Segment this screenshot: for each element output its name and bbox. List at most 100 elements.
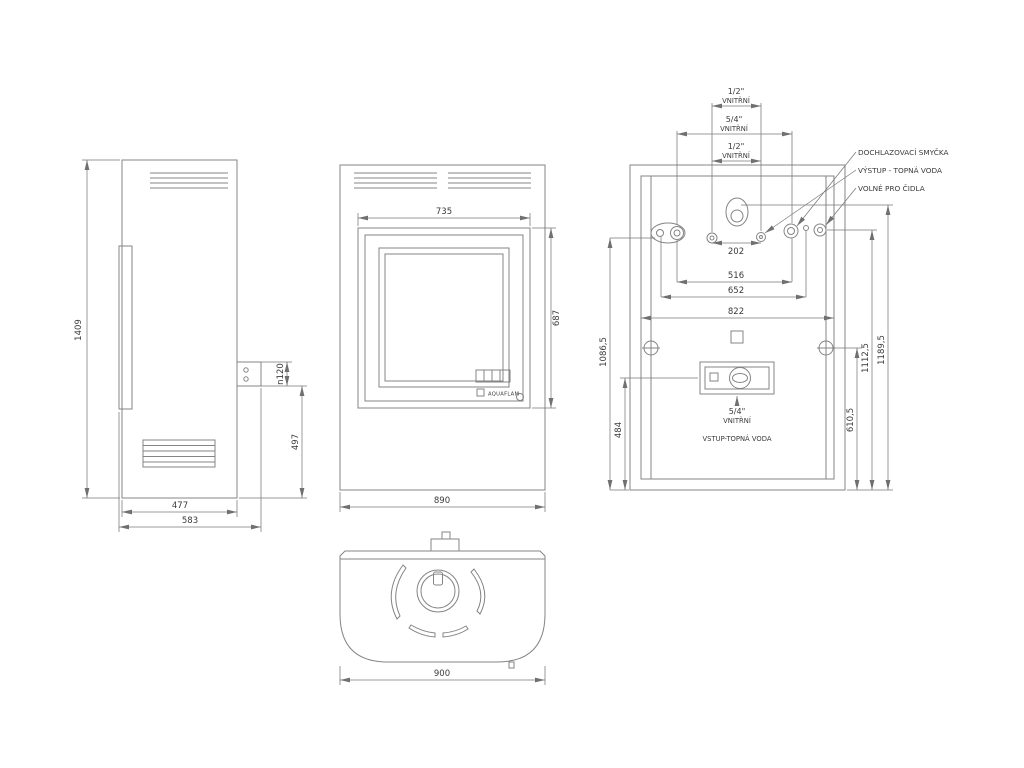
dim-rear-mid-size: 5/4" xyxy=(726,115,743,124)
side-extension-lines xyxy=(82,159,307,532)
rear-top-outlet-inner xyxy=(730,209,744,223)
dim-rear-low-type: VNITŘNÍ xyxy=(722,151,750,160)
dim-side-connector-height: 497 xyxy=(291,434,301,450)
dim-top-total-width: 900 xyxy=(434,669,450,679)
side-connector-fitting xyxy=(243,376,249,382)
flue-collar xyxy=(416,569,460,613)
dim-rear-822: 822 xyxy=(728,307,744,317)
dim-side-body-depth: 477 xyxy=(172,501,188,511)
label-cooling-loop: DOCHLAZOVACÍ SMYČKA xyxy=(858,148,948,157)
dim-rear-mid-type: VNITŘNÍ xyxy=(720,124,748,133)
side-bottom-grille xyxy=(142,439,216,468)
top-rear-connector xyxy=(430,538,460,552)
dim-rear-652: 652 xyxy=(728,286,744,296)
dim-rear-1112: 1112,5 xyxy=(861,343,871,373)
rear-fitting xyxy=(813,223,827,237)
dim-rear-inlet-size: 5/4" xyxy=(729,407,746,416)
dim-side-total-depth: 583 xyxy=(182,516,198,526)
front-air-slider-ticks xyxy=(483,370,501,382)
dim-front-door-height: 687 xyxy=(552,310,562,326)
front-door-frame-outer xyxy=(357,227,531,409)
rear-fitting xyxy=(787,227,795,235)
label-output-water: VÝSTUP - TOPNÁ VODA xyxy=(858,166,942,175)
rear-top-outlet xyxy=(725,197,749,227)
rear-body-outline xyxy=(629,164,846,491)
rear-mounting-rails xyxy=(650,176,827,479)
dim-rear-610: 610,5 xyxy=(846,408,856,432)
side-view-dimensions: 1409 n120 497 477 583 xyxy=(74,159,307,532)
side-view: 1409 n120 497 477 583 xyxy=(74,159,307,532)
front-body-outline xyxy=(339,164,546,491)
rear-fitting xyxy=(756,232,766,242)
dim-front-total-width: 890 xyxy=(434,496,450,506)
vent-slot-bottom-left xyxy=(408,624,436,638)
top-rear-connector-stub xyxy=(441,531,451,540)
side-top-vents xyxy=(150,172,228,189)
label-input-water: VSTUP-TOPNÁ VODA xyxy=(702,434,771,443)
leader-free-sensors xyxy=(825,187,857,226)
vent-slot-right xyxy=(470,568,486,615)
front-view: AQUAFLAM 735 687 890 xyxy=(339,164,562,512)
rear-panel xyxy=(640,175,835,480)
flue-damper-tab xyxy=(433,571,443,586)
dim-rear-1086: 1086,5 xyxy=(599,337,609,367)
vent-slot-bottom-right xyxy=(442,625,469,638)
label-free-sensors: VOLNÉ PRO ČIDLA xyxy=(858,184,925,193)
dim-side-total-height: 1409 xyxy=(74,319,84,341)
rear-center-bracket xyxy=(730,330,744,344)
front-glass-frame xyxy=(378,247,510,388)
leader-output-water xyxy=(764,169,857,234)
side-water-connector-box xyxy=(236,361,262,387)
rear-view: 1/2" VNITŘNÍ 5/4" VNITŘNÍ 1/2" VNITŘNÍ 2… xyxy=(599,87,948,491)
top-plate-outline xyxy=(339,550,546,663)
rear-fitting xyxy=(673,229,681,237)
rear-inlet-valve-handle xyxy=(732,373,748,383)
side-view-body xyxy=(118,159,262,499)
leader-cooling-loop xyxy=(796,151,857,227)
front-glass xyxy=(384,253,504,382)
rear-inlet-box xyxy=(699,361,775,395)
top-view: 900 xyxy=(339,531,546,685)
dim-rear-202: 202 xyxy=(728,247,744,257)
brand-label: AQUAFLAM xyxy=(488,392,519,398)
rear-fitting xyxy=(759,235,763,239)
front-door-frame-inner xyxy=(364,234,524,402)
front-extension-lines xyxy=(339,213,556,512)
dim-rear-low-size: 1/2" xyxy=(728,142,745,151)
dim-front-door-width: 735 xyxy=(436,207,452,217)
rear-view-dimensions: 1/2" VNITŘNÍ 5/4" VNITŘNÍ 1/2" VNITŘNÍ 2… xyxy=(599,87,948,491)
dim-rear-1189: 1189,5 xyxy=(877,335,887,365)
side-door-panel xyxy=(118,245,133,410)
side-body-outline xyxy=(121,159,238,499)
rear-view-body xyxy=(629,164,846,491)
front-top-vents xyxy=(354,172,531,189)
dim-rear-top-size: 1/2" xyxy=(728,87,745,96)
front-lock-knob xyxy=(516,393,524,401)
rear-inlet-detail xyxy=(709,372,719,382)
flue-opening xyxy=(420,573,456,609)
rear-fitting xyxy=(817,227,823,233)
rear-fitting xyxy=(783,223,799,239)
side-connector-fitting xyxy=(243,367,249,373)
dim-rear-484: 484 xyxy=(614,422,624,438)
top-view-body xyxy=(339,531,546,669)
rear-fitting xyxy=(670,226,684,240)
dim-side-connector-offset: n120 xyxy=(276,363,286,385)
dim-rear-516: 516 xyxy=(728,271,744,281)
rear-inlet-valve xyxy=(729,367,751,389)
rear-fitting xyxy=(709,235,715,241)
top-view-dimensions: 900 xyxy=(339,666,546,685)
rear-fitting xyxy=(803,225,809,231)
dim-rear-top-type: VNITŘNÍ xyxy=(722,96,750,105)
top-front-latch xyxy=(508,661,515,669)
front-view-body xyxy=(339,164,546,491)
vent-slot-left xyxy=(390,564,407,620)
front-view-dimensions: 735 687 890 xyxy=(339,207,562,512)
rear-fitting xyxy=(706,232,718,244)
dim-rear-inlet-type: VNITŘNÍ xyxy=(723,416,751,425)
front-air-slider xyxy=(475,369,511,383)
rear-fitting-oval xyxy=(650,222,686,244)
brand-logo-icon xyxy=(476,388,485,397)
